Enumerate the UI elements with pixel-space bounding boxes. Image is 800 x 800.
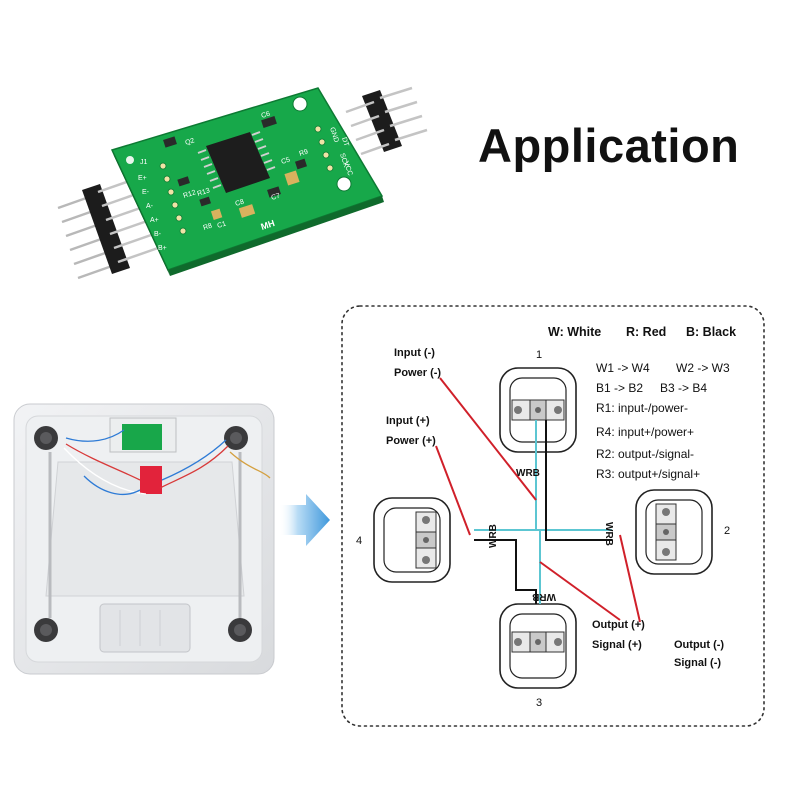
load-cell-1 <box>499 367 577 453</box>
wrb-label-2: WRB <box>603 522 614 546</box>
silk-e-minus: E- <box>142 189 150 196</box>
load-cell-2 <box>635 489 713 575</box>
wrb-label-4: WRB <box>488 524 499 548</box>
silk-c6: C6 <box>260 110 271 119</box>
callout-input-minus: Input (-) <box>394 347 435 359</box>
silk-vcc: VCC <box>342 160 353 176</box>
silk-j1: J1 <box>140 159 148 166</box>
hx711-board: J1 E+ E- A- A+ B- B+ GND DT SCK VCC Q2 C… <box>57 86 428 280</box>
silk-c1: C1 <box>216 220 227 229</box>
callout-power-plus: Power (+) <box>386 435 436 447</box>
legend-red: R: Red <box>626 325 666 339</box>
callout-input-plus: Input (+) <box>386 415 430 427</box>
load-cell-3 <box>499 603 577 689</box>
silk-a-plus: A+ <box>150 217 159 224</box>
legend-rule-1-right: W2 -> W3 <box>676 361 730 375</box>
callout-output-plus: Output (+) <box>592 619 645 631</box>
silk-b-minus: B- <box>154 231 162 238</box>
silk-c8: C8 <box>234 198 245 207</box>
wrb-label-3: WRB <box>532 591 556 602</box>
load-cell-4-number: 4 <box>356 535 362 547</box>
right-arrow-icon <box>280 494 330 546</box>
silk-r9: R9 <box>298 148 309 157</box>
legend-rule-1-left: W1 -> W4 <box>596 361 650 375</box>
right-pin-header <box>345 86 428 156</box>
load-cell-1-number: 1 <box>536 349 542 361</box>
legend-connection-r3: R3: output+/signal+ <box>596 467 700 481</box>
legend-white: W: White <box>548 325 601 339</box>
legend-connection-r2: R2: output-/signal- <box>596 447 694 461</box>
load-cell-4 <box>373 497 451 583</box>
callout-power-minus: Power (-) <box>394 367 441 379</box>
black-wires <box>474 420 612 604</box>
red-wires <box>435 377 641 623</box>
silk-c5: C5 <box>280 156 291 165</box>
silk-r8: R8 <box>202 222 213 231</box>
legend-connection-r1: R1: input-/power- <box>596 401 688 415</box>
silk-r13: R13 <box>196 187 210 198</box>
silk-gnd: GND <box>328 126 339 143</box>
load-cell-2-number: 2 <box>724 525 730 537</box>
silk-b-plus: B+ <box>158 245 167 252</box>
callout-signal-plus: Signal (+) <box>592 639 642 651</box>
legend-black: B: Black <box>686 325 736 339</box>
hx711-chip <box>197 131 276 193</box>
legend-rule-2-right: B3 -> B4 <box>660 381 707 395</box>
legend-rule-2-left: B1 -> B2 <box>596 381 643 395</box>
wiring-diagram-frame <box>341 305 765 727</box>
silk-c7: C7 <box>270 192 281 201</box>
silk-e-plus: E+ <box>138 175 147 182</box>
wrb-label-1: WRB <box>516 468 540 479</box>
load-cell-3-number: 3 <box>536 697 542 709</box>
left-pin-header <box>57 176 159 280</box>
silk-dt: DT <box>340 136 350 148</box>
silk-mh-logo: MH <box>260 218 276 232</box>
silk-q2: Q2 <box>184 137 195 147</box>
page-title: Application <box>478 119 740 172</box>
silk-sck: SCK <box>338 152 349 168</box>
silk-a-minus: A- <box>146 203 154 210</box>
silk-r12: R12 <box>182 189 196 200</box>
legend-connection-r4: R4: input+/power+ <box>596 425 694 439</box>
board-silkscreen: J1 E+ E- A- A+ B- B+ GND DT SCK VCC Q2 C… <box>138 110 353 252</box>
callout-signal-minus: Signal (-) <box>674 657 721 669</box>
white-wires <box>474 420 612 604</box>
scale-photo <box>13 403 275 675</box>
wiring-legend: W: White R: Red B: Black W1 -> W4 W2 -> … <box>548 325 736 481</box>
callout-output-minus: Output (-) <box>674 639 724 651</box>
